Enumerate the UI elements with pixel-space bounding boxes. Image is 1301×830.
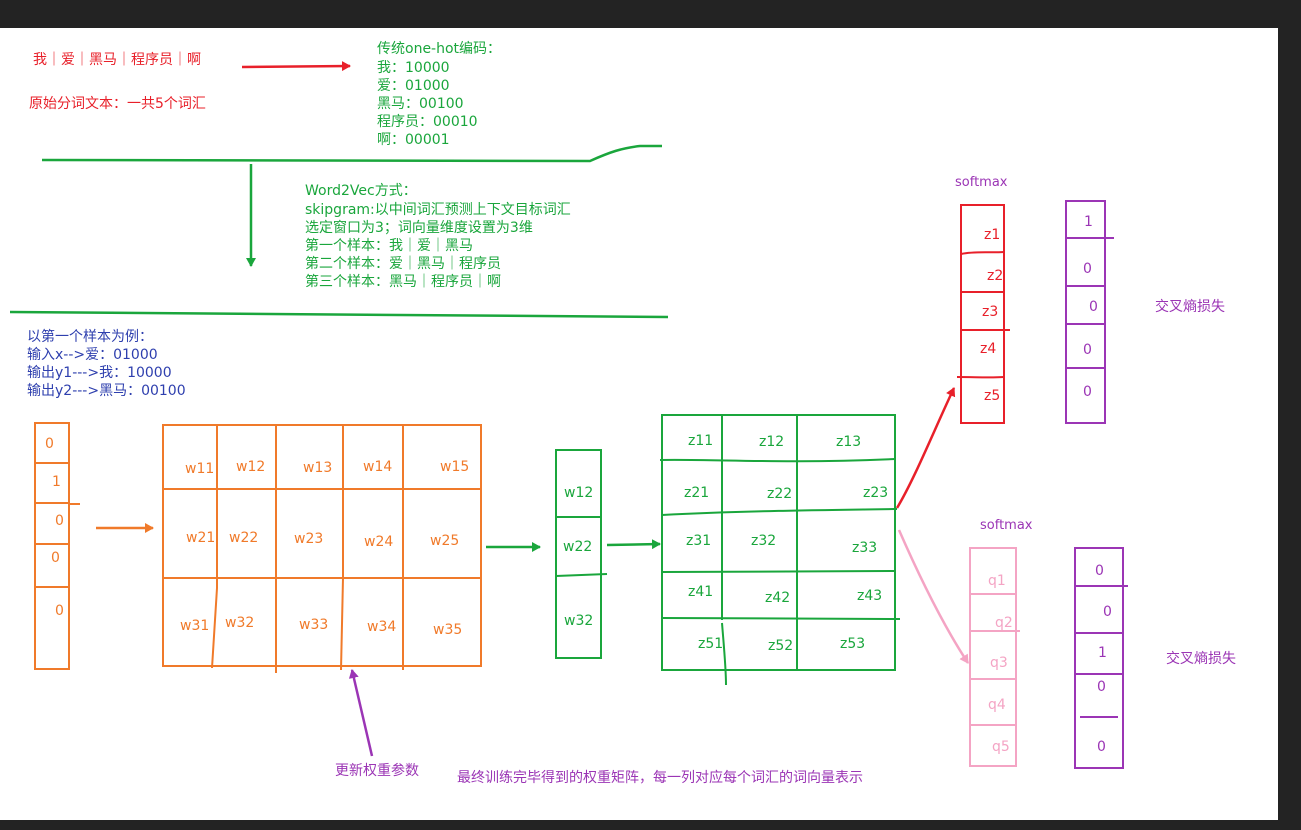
- word2vec-line: 第二个样本：爱｜黑马｜程序员: [305, 256, 501, 272]
- output-cell: z22: [767, 486, 793, 502]
- output-matrix-grid: [659, 414, 901, 686]
- onehot-row: 啊：00001: [377, 132, 450, 148]
- target-top-value: 0: [1083, 342, 1092, 358]
- onehot-title: 传统one-hot编码：: [377, 41, 502, 57]
- whiteboard: 我｜爱｜黑马｜程序员｜啊 原始分词文本：一共5个词汇 传统one-hot编码： …: [0, 28, 1278, 820]
- diagram-strokes: [9, 61, 1128, 769]
- weight-cell: w35: [433, 622, 463, 638]
- arrow-output-to-softmax-top: [895, 387, 956, 509]
- target-bottom-column: [1074, 547, 1128, 769]
- weight-cell: w13: [303, 460, 333, 476]
- word2vec-line: 选定窗口为3；词向量维度设置为3维: [305, 220, 533, 236]
- weight-cell: w32: [225, 615, 255, 631]
- softmax-bottom-item: q5: [992, 739, 1010, 755]
- hidden-value: w22: [563, 539, 593, 555]
- weight-cell: w14: [363, 459, 393, 475]
- output-cell: z31: [686, 533, 712, 549]
- softmax-bottom-item: q1: [988, 573, 1006, 589]
- weight-cell: w15: [440, 459, 470, 475]
- word2vec-line: skipgram:以中间词汇预测上下文目标词汇: [305, 202, 571, 218]
- arrow-hidden-to-output: [606, 539, 661, 550]
- sentence-text: 我｜爱｜黑马｜程序员｜啊: [33, 52, 201, 68]
- softmax-top-item: z5: [984, 388, 1001, 404]
- weight-cell: w12: [236, 459, 266, 475]
- output-cell: z12: [759, 434, 785, 450]
- arrow-update-weights: [348, 669, 374, 757]
- input-value: 0: [51, 550, 60, 566]
- softmax-top-item: z2: [987, 268, 1004, 284]
- weight-cell: w23: [294, 531, 324, 547]
- target-bottom-value: 1: [1098, 645, 1107, 661]
- target-bottom-value: 0: [1095, 563, 1104, 579]
- softmax-top-column: [956, 204, 1010, 424]
- hidden-value: w32: [564, 613, 594, 629]
- target-bottom-value: 0: [1103, 604, 1112, 620]
- target-top-value: 0: [1083, 261, 1092, 277]
- weight-cell: w31: [180, 618, 210, 634]
- weight-cell: w33: [299, 617, 329, 633]
- output-cell: z21: [684, 485, 710, 501]
- hidden-vector-box: [555, 449, 608, 659]
- target-top-value: 1: [1084, 214, 1093, 230]
- loss-top-label: 交叉熵损失: [1155, 299, 1225, 315]
- weight-cell: w11: [185, 461, 215, 477]
- onehot-row: 程序员：00010: [377, 114, 478, 130]
- output-cell: z51: [698, 636, 724, 652]
- target-bottom-value: 0: [1097, 679, 1106, 695]
- softmax-bottom-item: q4: [988, 697, 1006, 713]
- softmax-bottom-item: q2: [995, 615, 1013, 631]
- example-line: 输出y1--->我：10000: [27, 365, 172, 381]
- separator-line-1: [41, 144, 662, 163]
- input-value: 0: [55, 513, 64, 529]
- output-cell: z23: [863, 485, 889, 501]
- target-top-column: [1065, 200, 1114, 424]
- input-vector-box: [34, 422, 80, 670]
- target-bottom-value: 0: [1097, 739, 1106, 755]
- caption-text: 原始分词文本：一共5个词汇: [29, 96, 206, 112]
- softmax-top-label: softmax: [955, 175, 1008, 190]
- output-cell: z43: [857, 588, 883, 604]
- softmax-bottom-column: [969, 547, 1020, 767]
- arrow-sentence-to-onehot: [241, 61, 351, 72]
- update-weights-note: 更新权重参数: [335, 763, 419, 779]
- softmax-bottom-label: softmax: [980, 518, 1033, 533]
- output-cell: z53: [840, 636, 866, 652]
- onehot-row: 黑马：00100: [377, 96, 464, 112]
- arrow-output-to-softmax-bottom: [897, 529, 970, 664]
- input-value: 0: [45, 436, 54, 452]
- output-cell: z42: [765, 590, 791, 606]
- output-cell: z52: [768, 638, 794, 654]
- input-value: 1: [52, 474, 61, 490]
- softmax-top-item: z4: [980, 341, 997, 357]
- output-cell: z32: [751, 533, 777, 549]
- output-cell: z33: [852, 540, 878, 556]
- weight-cell: w25: [430, 533, 460, 549]
- weight-cell: w22: [229, 530, 259, 546]
- loss-bottom-label: 交叉熵损失: [1166, 651, 1236, 667]
- weight-cell: w24: [364, 534, 394, 550]
- weight-matrix-grid: [162, 424, 482, 673]
- input-value: 0: [55, 603, 64, 619]
- separator-line-2: [9, 310, 669, 319]
- weight-cell: w21: [186, 530, 216, 546]
- hidden-value: w12: [564, 485, 594, 501]
- example-line: 输入x-->爱：01000: [27, 347, 158, 363]
- word2vec-line: Word2Vec方式：: [305, 183, 417, 199]
- output-cell: z11: [688, 433, 714, 449]
- example-line: 以第一个样本为例：: [27, 329, 153, 345]
- onehot-row: 爱：01000: [377, 78, 450, 94]
- final-weights-note: 最终训练完毕得到的权重矩阵，每一列对应每个词汇的词向量表示: [457, 770, 863, 786]
- target-top-value: 0: [1089, 299, 1098, 315]
- word2vec-line: 第三个样本：黑马｜程序员｜啊: [305, 274, 501, 290]
- onehot-row: 我：10000: [377, 60, 450, 76]
- softmax-bottom-item: q3: [990, 655, 1008, 671]
- target-top-value: 0: [1083, 384, 1092, 400]
- weight-cell: w34: [367, 619, 397, 635]
- softmax-top-item: z1: [984, 227, 1001, 243]
- softmax-top-item: z3: [982, 304, 999, 320]
- output-cell: z41: [688, 584, 714, 600]
- output-cell: z13: [836, 434, 862, 450]
- word2vec-line: 第一个样本：我｜爱｜黑马: [305, 238, 473, 254]
- example-line: 输出y2--->黑马：00100: [27, 383, 186, 399]
